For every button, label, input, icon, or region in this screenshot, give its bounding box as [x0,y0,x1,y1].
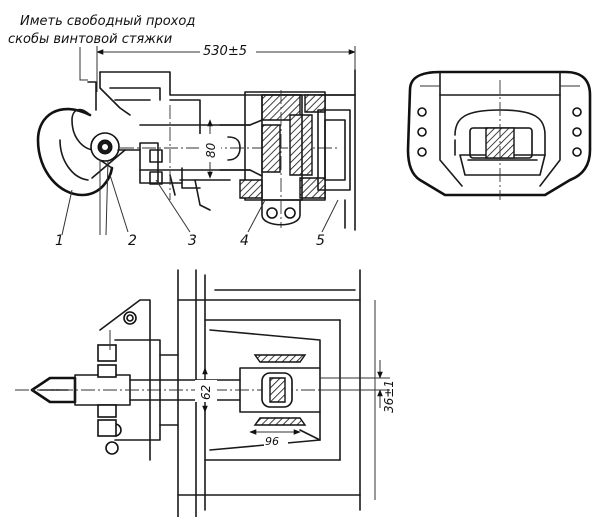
dimension-offset: 36±1 [320,360,396,413]
side-view: 530±5 [36,42,356,249]
uncoupling-bracket [97,299,179,461]
clevis [139,142,201,189]
dimension-height-bottom-label: 62 [199,385,213,400]
callout-3: 3 [188,233,197,249]
dimension-length-label: 530±5 [203,44,247,59]
callout-2: 2 [128,233,137,249]
dimension-height-bottom: 62 [195,367,217,413]
lower-lug [261,199,301,226]
yoke-end [317,69,356,231]
callout-4: 4 [240,233,249,249]
draft-gear-block [239,90,326,228]
callouts: 1 2 3 4 5 [55,174,339,249]
callout-1: 1 [55,233,64,249]
hook-pin [90,132,141,236]
drawbar-plan [129,329,321,451]
note-line-1: Иметь свободный проход [20,14,195,29]
dimension-width: 96 [249,429,301,448]
plan-view: 62 96 36±1 [15,269,396,517]
drawbar [219,119,263,177]
dimension-offset-label: 36±1 [382,380,396,413]
dimension-length: 530±5 [96,42,356,92]
note-leader [79,47,88,81]
dimension-height-top: 80 [199,119,221,179]
bolt-holes-right [572,107,582,157]
dimension-height-top-label: 80 [204,142,218,158]
end-view [406,70,592,200]
bolt-holes-left [417,107,427,157]
note-line-2: скобы винтовой стяжки [8,32,172,47]
dimension-width-label: 96 [265,435,279,448]
end-sill [177,269,376,517]
note-label: Иметь свободный проход скобы винтовой ст… [8,14,195,81]
callout-5: 5 [316,233,325,249]
